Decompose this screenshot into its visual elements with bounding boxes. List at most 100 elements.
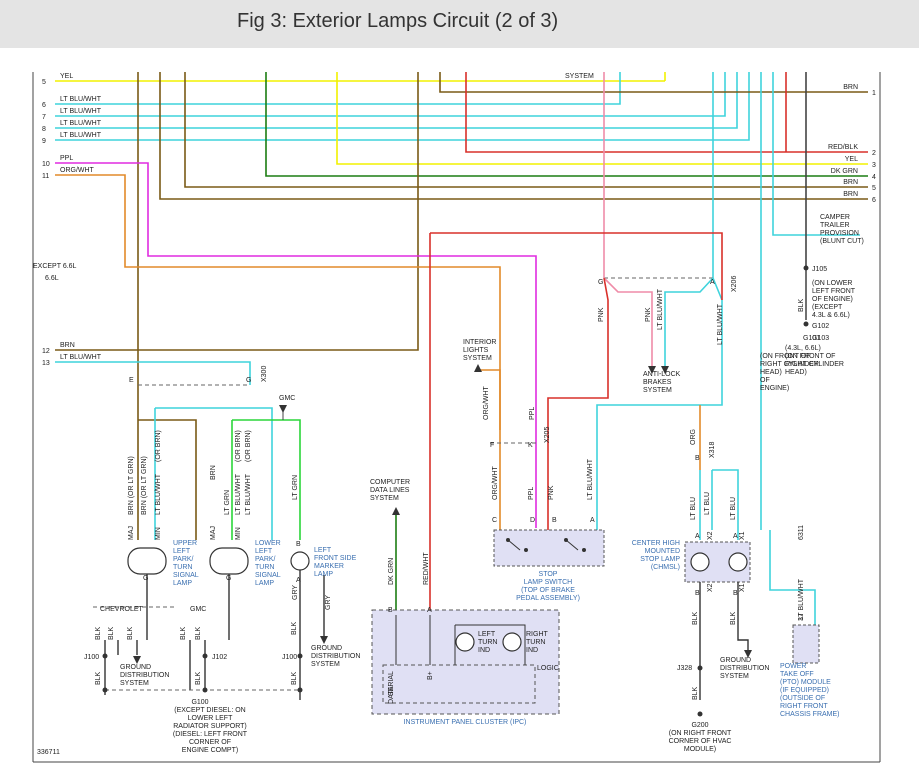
j105-label: J105 [812, 266, 827, 273]
diagram-frame [32, 72, 881, 763]
anti-lock-label-line: ANTI-LOCK [643, 371, 681, 378]
lower-lamp-label-line: LOWER [255, 540, 281, 547]
maj-label: MAJ [128, 526, 135, 540]
g101-desc-line: (ON FRONT OF [760, 353, 810, 360]
right-pin-wire: DK GRN [831, 168, 858, 175]
pin-letter: X1 [739, 583, 746, 592]
wire-label: LT BLU/WHT [587, 458, 594, 500]
pin-letter: A [427, 607, 432, 614]
stop-switch-label-line: LAMP SWITCH [524, 579, 573, 586]
camper-label-line: TRAILER [820, 222, 850, 229]
wire-label: BLK [127, 626, 134, 640]
pin-letter: F [490, 442, 494, 449]
serial-data-label-line: DATA [388, 686, 395, 704]
wire-label: PNK [645, 307, 652, 322]
chmsl-label-line: CENTER HIGH [632, 540, 680, 547]
logic-label: LOGIC [537, 665, 559, 672]
right-pin-number: 1 [872, 90, 876, 97]
upper-lamp-label-line: UPPER [173, 540, 197, 547]
wire-label: BRN (OR LT GRN) [128, 456, 135, 515]
g200-label: G200 [691, 722, 708, 729]
wire-label: (OR BRN) [155, 430, 162, 462]
stop-switch-label-line: (TOP OF BRAKE [521, 587, 575, 594]
top-wires [55, 72, 868, 530]
ground-dist-label-line: SYSTEM [120, 680, 149, 687]
right-pin-wire: BRN [843, 179, 858, 186]
left-pin-wire: ORG/WHT [60, 167, 95, 174]
right-turn-ind-label-line: RIGHT [526, 631, 549, 638]
stop-switch-wires [478, 369, 739, 540]
right-pin-wire: RED/BLK [828, 144, 858, 151]
pto-label-line: RIGHT FRONT [780, 703, 828, 710]
pin-letter: B [296, 541, 301, 548]
wire-label: PNK [598, 307, 605, 322]
wire-label: GRY [325, 595, 332, 610]
ipc-label: INSTRUMENT PANEL CLUSTER (IPC) [404, 719, 527, 726]
j328-label: J328 [677, 665, 692, 672]
left-pin-number: 7 [42, 114, 46, 121]
g100-desc-line: ENGINE COMPT) [182, 747, 238, 754]
ground-dist-label-line: GROUND [720, 657, 751, 664]
interior-lights-label-line: INTERIOR [463, 339, 496, 346]
b-plus-label: B+ [427, 671, 434, 680]
wire-label: BLK [692, 611, 699, 625]
pin-letter: A [733, 533, 738, 540]
wire-label: (OR BRN) [235, 430, 242, 462]
lower-lamp-label-line: PARK/ [255, 556, 276, 563]
left-pin-number: 5 [42, 79, 46, 86]
anti-lock-label-line: BRAKES [643, 379, 672, 386]
wire-label: BLK [95, 671, 102, 685]
left-pin-wire: PPL [60, 155, 73, 162]
ground-dist-label-line: SYSTEM [311, 661, 340, 668]
ipc-indicators [455, 632, 522, 652]
wire-label: LT BLU [690, 497, 697, 520]
g100-label: G100 [191, 699, 208, 706]
splice-dots [102, 265, 809, 717]
min-label: MIN [235, 527, 242, 540]
left-pin-number: 9 [42, 138, 46, 145]
marker-lamp-label-line: LEFT [314, 547, 332, 554]
chmsl-lamps [690, 552, 748, 572]
camper-label-line: CAMPER [820, 214, 850, 221]
j105-desc-line: (EXCEPT [812, 304, 843, 311]
g101-desc-line: ENGINE) [760, 385, 789, 392]
g103-desc-line: (ON FRONT OF [785, 353, 835, 360]
x206-label: X206 [731, 276, 738, 292]
wire-label: LT BLU/WHT [245, 473, 252, 515]
pto-label-line: TAKE OFF [780, 671, 814, 678]
marker-lamp-label-line: FRONT SIDE [314, 555, 357, 562]
left-turn-ind-label-line: LEFT [478, 631, 496, 638]
g200-desc-line: MODULE) [684, 746, 716, 753]
left-pin-wire: BRN [60, 342, 75, 349]
pin-letter: A [590, 517, 595, 524]
x300-label: X300 [261, 366, 268, 382]
serial-data-label-line: SERIAL [388, 671, 395, 696]
right-pin-number: 6 [872, 197, 876, 204]
wire-label: 6311 [798, 525, 805, 540]
pin-letter: B [552, 517, 557, 524]
j102-label: J102 [212, 654, 227, 661]
right-pin-number: 2 [872, 150, 876, 157]
g100-desc-line: RADIATOR SUPPORT) [173, 723, 247, 730]
chmsl-label-line: STOP LAMP [640, 556, 680, 563]
wire-label: LT BLU/WHT [717, 303, 724, 345]
pto-label-line: (IF EQUIPPED) [780, 687, 829, 694]
wire-label: ORG/WHT [492, 465, 499, 500]
marker-lamp-label-line: LAMP [314, 571, 333, 578]
pin-letter: C [492, 517, 497, 524]
j105-desc-line: OF ENGINE) [812, 296, 853, 303]
gmc-label: GMC [279, 395, 295, 402]
ground-dist-label-line: DISTRIBUTION [120, 672, 169, 679]
upper-lamp-label-line: PARK/ [173, 556, 194, 563]
gmc-arrow [279, 405, 287, 413]
except-label: EXCEPT 6.6L [33, 263, 77, 270]
left-pin-wire: LT BLU/WHT [60, 354, 102, 361]
ipc-box [371, 609, 560, 715]
pin-letter: G [226, 575, 231, 582]
figure-id: 336711 [37, 749, 60, 756]
computer-data-label-line: DATA LINES [370, 487, 410, 494]
g103-desc-line: (4.3L, 6.6L) [785, 345, 821, 352]
wire-label: LT BLU [730, 497, 737, 520]
left-gnd-arrow [133, 656, 141, 664]
